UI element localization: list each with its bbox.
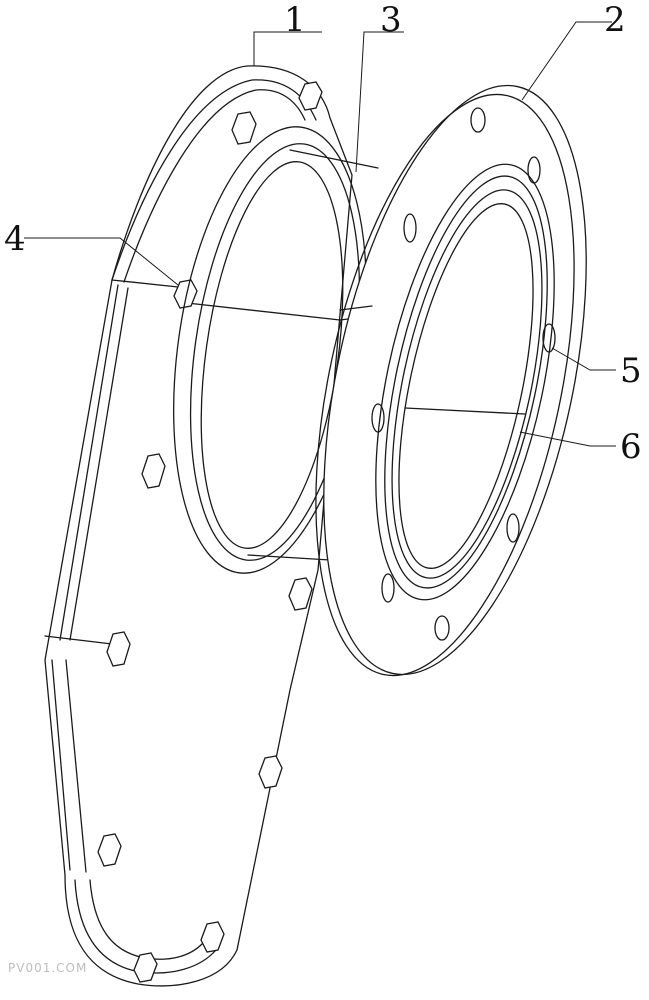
bolt-hole-icon xyxy=(470,107,486,133)
label-5: 5 xyxy=(620,351,642,391)
bore-center-line xyxy=(404,407,526,415)
plate-bolts xyxy=(97,81,323,983)
pipe-top-edge xyxy=(289,149,379,169)
bolt-hex-icon xyxy=(173,279,198,309)
bolt-hole-icon xyxy=(506,513,520,543)
bolt-hole-icon xyxy=(434,615,450,641)
leader-2 xyxy=(521,21,612,101)
bolt-hole-icon xyxy=(527,156,541,184)
bolt-hex-icon xyxy=(298,81,323,111)
leader-1 xyxy=(253,31,322,66)
plate-rim-line xyxy=(51,79,317,974)
plate-inner-line xyxy=(65,89,306,960)
plate-mid-line xyxy=(177,301,341,321)
outer-flange-raised-face xyxy=(375,163,555,601)
plate-outer-edge xyxy=(44,65,353,987)
bolt-hex-icon xyxy=(141,453,166,489)
leader-5 xyxy=(551,347,616,371)
bolt-hole-icon xyxy=(542,323,556,353)
outer-flange-face xyxy=(323,84,587,676)
bolt-hex-icon xyxy=(258,755,283,789)
leader-6 xyxy=(519,431,616,447)
watermark: PV001.COM xyxy=(8,961,87,975)
bolt-hex-icon xyxy=(288,577,313,611)
bolt-hex-icon xyxy=(97,833,122,867)
flange-bolt-holes xyxy=(371,107,556,641)
flange-section-line xyxy=(339,305,373,311)
leader-lines xyxy=(24,21,616,447)
label-2: 2 xyxy=(604,0,626,40)
base-plate xyxy=(44,65,353,987)
outer-flange-back-edge xyxy=(315,93,575,677)
bolt-hole-icon xyxy=(381,573,395,603)
outer-flange-gasket-ring xyxy=(384,175,548,589)
bolt-hole-icon xyxy=(403,213,417,243)
bolt-hex-icon xyxy=(200,921,225,953)
bolt-hex-icon xyxy=(106,631,131,667)
label-3: 3 xyxy=(380,0,402,40)
leader-3 xyxy=(355,31,404,173)
outer-flange xyxy=(315,84,587,677)
bolt-hex-icon xyxy=(133,952,158,983)
bolt-hex-icon xyxy=(231,111,257,145)
outer-flange-gasket-inner xyxy=(391,189,543,579)
outer-flange-bore xyxy=(398,203,534,569)
leader-4 xyxy=(24,237,179,286)
label-6: 6 xyxy=(620,427,642,467)
plate-section-line-upper xyxy=(111,279,179,288)
plate-section-line-lower xyxy=(44,635,113,645)
label-4: 4 xyxy=(4,219,26,259)
label-1: 1 xyxy=(284,0,306,40)
bolt-hole-icon xyxy=(371,403,385,433)
pipe-bottom-edge xyxy=(247,554,331,561)
